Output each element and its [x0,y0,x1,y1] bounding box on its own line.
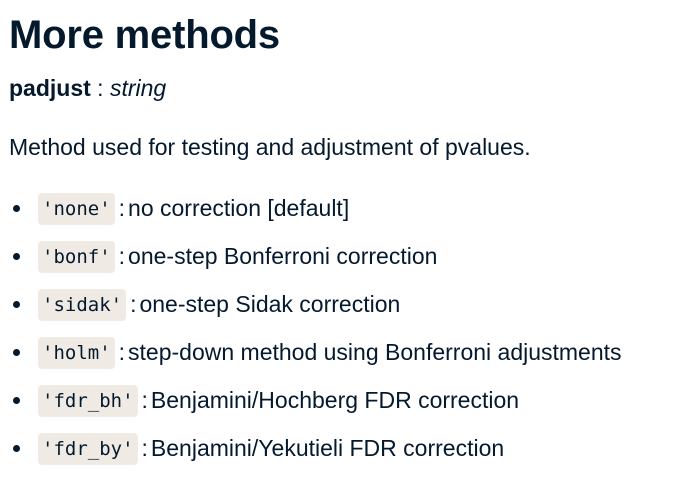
page-title: More methods [9,13,280,57]
bullet-icon [13,349,20,356]
item-separator: : [141,435,148,461]
bullet-icon [13,205,20,212]
list-item: 'sidak':one-step Sidak correction [9,285,622,333]
bullet-icon [13,397,20,404]
parameter-type: string [109,75,167,101]
method-code: 'fdr_by' [38,432,138,465]
item-separator: : [118,243,126,269]
bullet-icon [13,301,20,308]
method-description: one-step Bonferroni correction [128,243,438,269]
list-item: 'fdr_bh':Benjamini/Hochberg FDR correcti… [9,381,622,429]
method-code: 'none' [38,192,115,225]
parameter-name: padjust [9,75,91,101]
item-separator: : [141,387,148,413]
list-item: 'holm':step-down method using Bonferroni… [9,333,622,381]
method-code: 'fdr_bh' [38,384,138,417]
method-description: no correction [default] [128,195,350,221]
method-code: 'sidak' [38,288,127,321]
method-description: step-down method using Bonferroni adjust… [128,339,622,365]
method-description: Benjamini/Hochberg FDR correction [150,387,520,413]
item-separator: : [118,339,126,365]
list-item: 'bonf':one-step Bonferroni correction [9,237,622,285]
parameter-separator: : [97,75,104,101]
item-separator: : [130,291,137,317]
bullet-icon [13,253,20,260]
method-description: one-step Sidak correction [139,291,401,317]
methods-list: 'none':no correction [default] 'bonf':on… [9,189,622,477]
bullet-icon [13,445,20,452]
method-code: 'bonf' [38,240,115,273]
parameter-description: Method used for testing and adjustment o… [9,134,531,160]
list-item: 'none':no correction [default] [9,189,622,237]
list-item: 'fdr_by':Benjamini/Yekutieli FDR correct… [9,429,622,477]
parameter-signature: padjust : string [9,72,166,104]
method-description: Benjamini/Yekutieli FDR correction [150,435,505,461]
method-code: 'holm' [38,336,115,369]
item-separator: : [118,195,126,221]
